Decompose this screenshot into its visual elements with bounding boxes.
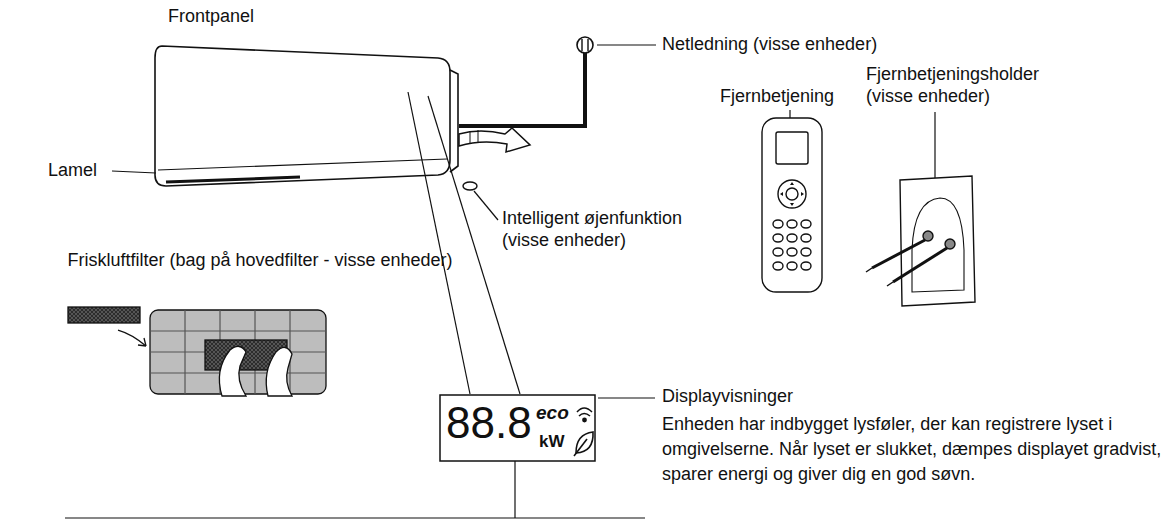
- indoor-unit: [166, 177, 300, 182]
- leader-line: [514, 461, 515, 518]
- leader-line: [598, 397, 655, 398]
- leader-line: [934, 112, 935, 180]
- fresh-air-filter: [68, 307, 140, 323]
- remote-holder: [866, 176, 975, 306]
- remote-control: [773, 234, 783, 242]
- remote-control: [787, 262, 797, 270]
- part-label: Fjernbetjening: [720, 86, 870, 108]
- remote-holder: [866, 268, 893, 286]
- part-label: Intelligent øjenfunktion (visse enheder): [502, 208, 712, 252]
- leader-line: [112, 171, 156, 173]
- remote-control: [787, 220, 797, 228]
- display-digits: 88.8: [446, 398, 538, 449]
- remote-control: [773, 262, 783, 270]
- leader-line: [65, 517, 645, 518]
- fresh-air-filter: [138, 338, 146, 346]
- remote-control: [786, 188, 798, 200]
- part-label: Netledning (visse enheder): [662, 34, 952, 56]
- remote-holder: [900, 176, 975, 306]
- remote-control: [778, 180, 806, 208]
- display-symbol: eco: [536, 401, 578, 424]
- description-text: Enheden har indbygget lysføler, der kan …: [662, 412, 1164, 487]
- indoor-unit: [155, 46, 477, 190]
- remote-control: [801, 234, 811, 242]
- part-label: Friskluftfilter (bag på hovedfilter - vi…: [20, 250, 500, 272]
- leaf-icon: [574, 432, 593, 456]
- remote-control: [780, 182, 804, 206]
- remote-control: [801, 220, 811, 228]
- remote-control: [773, 220, 783, 228]
- remote-control: [787, 234, 797, 242]
- remote-control: [801, 248, 811, 256]
- remote-control: [776, 132, 808, 164]
- remote-control: [787, 248, 797, 256]
- leader-line: [474, 191, 498, 220]
- fresh-air-filter: [184, 310, 185, 394]
- drain-hose: [470, 130, 478, 144]
- display-panel: [440, 395, 595, 461]
- part-label: Lamel: [48, 160, 118, 182]
- leader-line: [597, 44, 656, 45]
- drain-hose: [459, 128, 530, 152]
- fresh-air-filter: [266, 347, 292, 396]
- wifi-icon: [583, 418, 586, 421]
- fresh-air-filter: [118, 330, 146, 346]
- leader-line: [408, 92, 470, 394]
- wifi-icon: [579, 414, 590, 417]
- drain-hose: [459, 128, 530, 152]
- display-symbol: kW: [539, 432, 573, 453]
- indoor-unit: [158, 159, 447, 170]
- remote-control: [801, 262, 811, 270]
- section-heading: Displayvisninger: [662, 386, 882, 408]
- leaf-icon: [574, 439, 587, 456]
- indoor-unit: [450, 70, 458, 172]
- power-cord: [577, 37, 593, 53]
- fresh-air-filter: [150, 330, 326, 331]
- remote-control: [773, 248, 783, 256]
- remote-control: [762, 118, 822, 292]
- fresh-air-filter: [68, 307, 326, 396]
- wifi-icon: [577, 408, 592, 422]
- part-label: Frontpanel: [168, 6, 298, 28]
- fresh-air-filter: [219, 346, 246, 396]
- remote-holder: [893, 248, 947, 282]
- power-cord: [459, 52, 585, 126]
- leader-line: [789, 110, 790, 118]
- remote-holder: [872, 240, 925, 268]
- remote-holder: [912, 198, 964, 292]
- wifi-icon: [577, 408, 592, 412]
- remote-control: [773, 220, 811, 270]
- power-cord: [582, 39, 588, 51]
- indoor-unit: [155, 46, 450, 186]
- power-cord: [459, 37, 593, 126]
- indoor-unit: [463, 182, 477, 190]
- display-panel: [440, 395, 595, 461]
- remote-control: [762, 118, 822, 292]
- part-label: Fjernbetjeningsholder (visse enheder): [866, 64, 1061, 108]
